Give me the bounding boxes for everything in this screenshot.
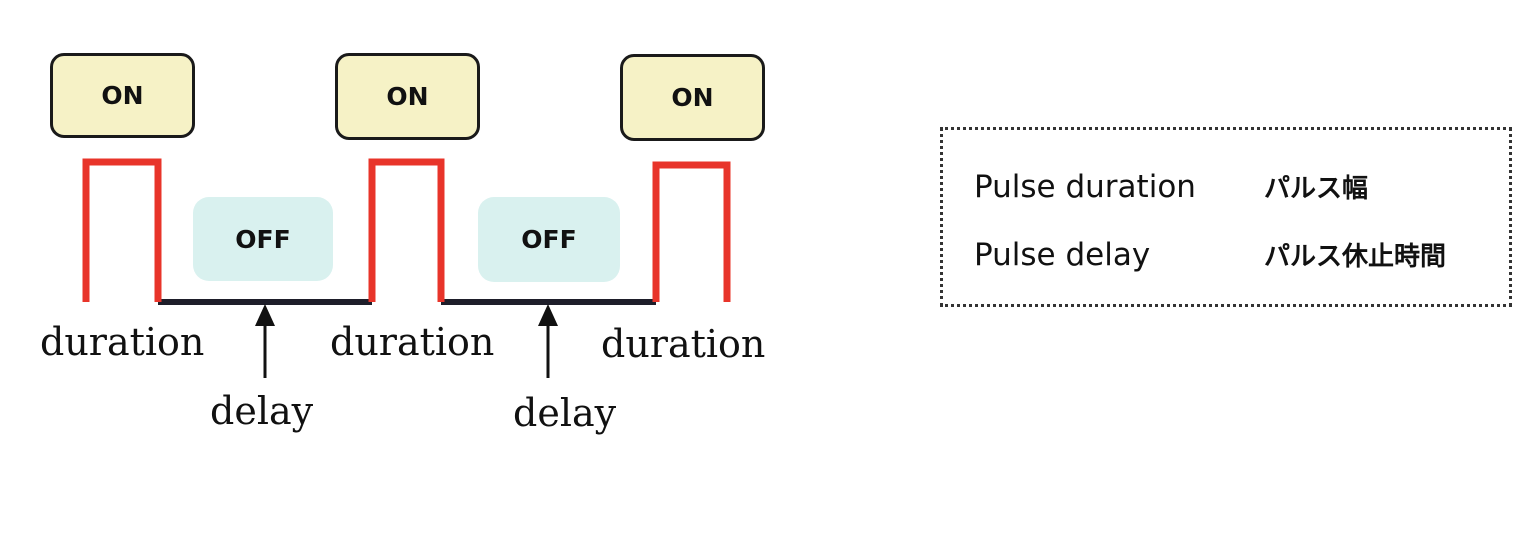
legend-japanese: パルス幅 bbox=[1264, 174, 1369, 204]
legend-row-delay: Pulse delay パルス休止時間 bbox=[974, 236, 1514, 273]
legend-term: Pulse delay bbox=[974, 236, 1151, 273]
on-state-box-2: ON bbox=[335, 53, 480, 140]
on-label: ON bbox=[386, 82, 429, 111]
delay-label-2: delay bbox=[513, 391, 617, 435]
legend-japanese: パルス休止時間 bbox=[1264, 242, 1447, 272]
duration-label-2: duration bbox=[330, 320, 495, 364]
off-state-box-1: OFF bbox=[193, 197, 333, 281]
delay-arrow-2 bbox=[538, 304, 558, 378]
legend-box: Pulse duration パルス幅 Pulse delay パルス休止時間 bbox=[940, 127, 1512, 307]
legend-row-duration: Pulse duration パルス幅 bbox=[974, 168, 1514, 205]
on-label: ON bbox=[671, 83, 714, 112]
on-state-box-3: ON bbox=[620, 54, 765, 141]
delay-arrow-1 bbox=[255, 304, 275, 378]
pulse-3 bbox=[652, 161, 731, 302]
off-label: OFF bbox=[235, 224, 291, 254]
on-state-box-1: ON bbox=[50, 53, 195, 138]
delay-label-1: delay bbox=[210, 389, 314, 433]
pulse-1 bbox=[82, 158, 162, 302]
off-label: OFF bbox=[521, 225, 577, 254]
on-label: ON bbox=[101, 81, 144, 110]
pulse-2 bbox=[368, 158, 445, 302]
duration-label-3: duration bbox=[601, 322, 766, 366]
duration-label-1: duration bbox=[40, 320, 205, 364]
legend-term: Pulse duration bbox=[974, 168, 1196, 205]
off-state-box-2: OFF bbox=[478, 197, 620, 282]
